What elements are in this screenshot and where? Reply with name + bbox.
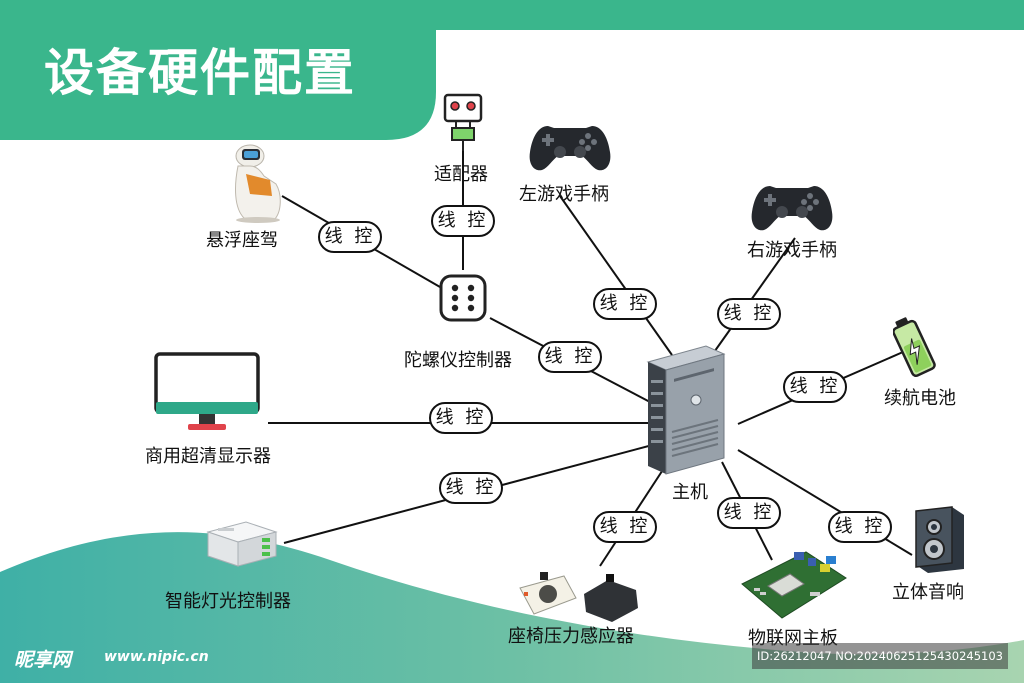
light-controller-icon [206,521,278,567]
edge-label-speaker: 线 控 [828,511,892,543]
speaker-icon [915,506,964,573]
adapter-icon [443,93,483,151]
right-gamepad-label: 右游戏手柄 [747,240,837,261]
left-gamepad-icon [529,126,611,171]
edge-label-left-gamepad: 线 控 [593,288,657,320]
edge-label-right-gamepad: 线 控 [717,298,781,330]
server-tower-icon [646,345,726,475]
watermark-id: ID:26212047 NO:20240625125430245103 [752,643,1008,669]
host-label: 主机 [672,482,708,503]
edge-label-battery: 线 控 [783,371,847,403]
bottom-wave [0,532,1024,683]
edge-label-adapter: 线 控 [431,205,495,237]
battery-label: 续航电池 [884,388,956,409]
battery-icon [893,317,936,378]
monitor-icon [154,352,260,430]
header-panel [0,0,436,140]
iot-board-icon [741,551,847,619]
speaker-label: 立体音响 [892,582,964,603]
right-gamepad-icon [751,186,833,231]
left-gamepad-label: 左游戏手柄 [519,184,609,205]
gyro-controller-icon [439,274,487,322]
top-strip [430,0,1024,30]
seat-label: 悬浮座驾 [206,230,278,251]
edge-label-gyro: 线 控 [538,341,602,373]
edge-label-iot: 线 控 [717,497,781,529]
watermark-logo: 昵享网 [14,649,72,671]
adapter-label: 适配器 [434,164,488,185]
pressure-sensor-label: 座椅压力感应器 [508,626,634,647]
gyro-label: 陀螺仪控制器 [404,350,512,371]
watermark-url: www.nipic.cn [104,649,209,665]
edge-label-seat: 线 控 [318,221,382,253]
edge-label-light: 线 控 [439,472,503,504]
light-controller-label: 智能灯光控制器 [165,591,291,612]
pressure-sensor-icon [519,572,638,622]
display-label: 商用超清显示器 [145,446,271,467]
hover-seat-icon [235,144,281,223]
edge-label-pressure: 线 控 [593,511,657,543]
page-title: 设备硬件配置 [44,44,356,102]
edge-label-display: 线 控 [429,402,493,434]
